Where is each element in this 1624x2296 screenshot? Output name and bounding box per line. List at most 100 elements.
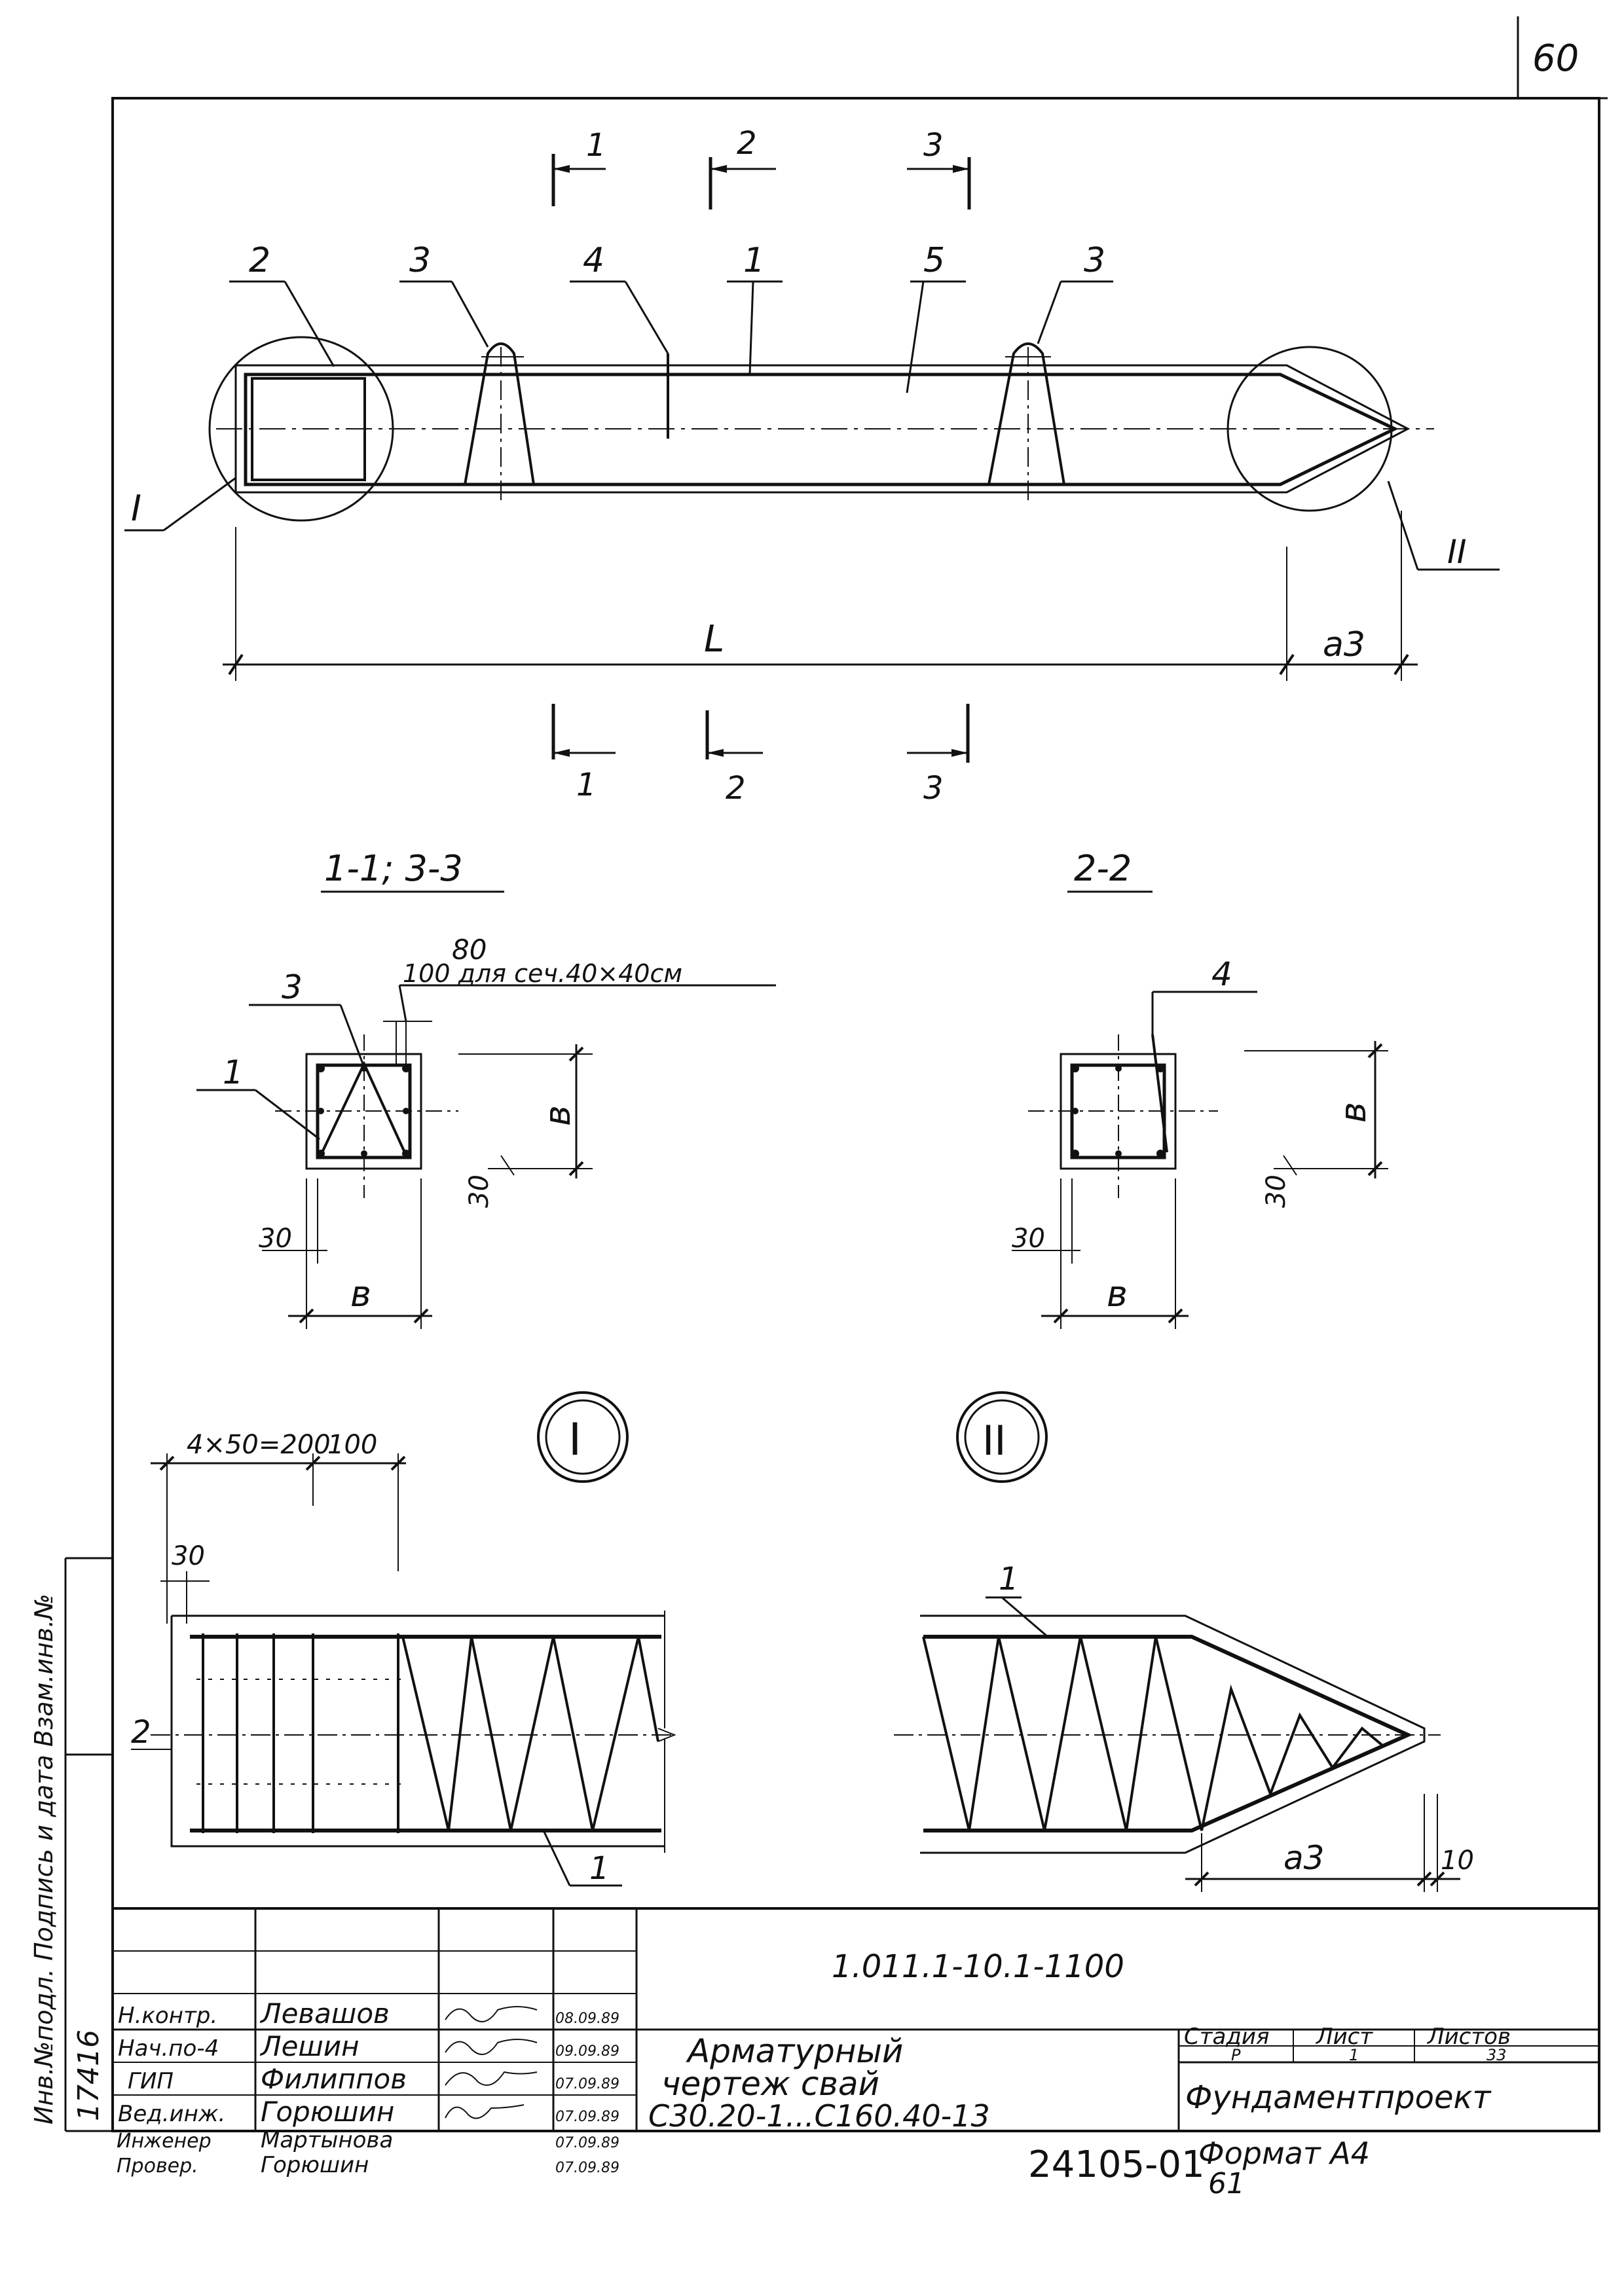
signature-row: ГИП Филиппов 07.09.89 bbox=[128, 2063, 619, 2095]
detail-I-callout-2: 2 bbox=[131, 1714, 151, 1751]
sign-date: 07.09.89 bbox=[555, 2109, 619, 2125]
pile-elevation: 1 2 3 2 bbox=[124, 125, 1500, 807]
section-1-1-3-3: 1-1; 3-3 80 100 для сеч.40×40см 3 1 bbox=[196, 848, 776, 1329]
detail-II-outline bbox=[920, 1614, 1426, 1854]
section-mark-1-top: 1 bbox=[586, 127, 606, 164]
section-title-2-2: 2-2 bbox=[1074, 848, 1132, 889]
elevation-callouts: 2 3 4 1 5 3 bbox=[229, 241, 1113, 393]
signature-row: Н.контр. Левашов 08.09.89 bbox=[118, 1997, 619, 2030]
sign-date: 07.09.89 bbox=[555, 2135, 619, 2151]
section-callout-1: 1 bbox=[223, 1053, 244, 1091]
sign-date: 09.09.89 bbox=[555, 2043, 619, 2060]
section-mark-3-bottom: 3 bbox=[923, 770, 944, 807]
person-name: Мартынова bbox=[261, 2127, 393, 2153]
drawing-title-line3: С30.20-1...С160.40-13 bbox=[648, 2098, 990, 2134]
signature-mark bbox=[445, 2104, 525, 2119]
node-label-II: II bbox=[1447, 533, 1467, 571]
role-label: Нач.по-4 bbox=[118, 2035, 219, 2062]
section-marks-bottom: 1 2 3 bbox=[551, 704, 970, 807]
node-label-I: I bbox=[131, 488, 141, 529]
section-title-1-1-3-3: 1-1; 3-3 bbox=[324, 848, 463, 889]
signature-row: Вед.инж. Горюшин 07.09.89 bbox=[118, 2096, 619, 2128]
signature-mark bbox=[445, 2039, 538, 2055]
role-label: Провер. bbox=[117, 2155, 198, 2178]
sheets-header: Листов bbox=[1426, 2024, 1511, 2050]
role-label: Вед.инж. bbox=[118, 2101, 225, 2127]
sign-date: 07.09.89 bbox=[555, 2076, 619, 2092]
dimension-L-label: L bbox=[704, 618, 724, 661]
detail-circle-II bbox=[1227, 346, 1393, 512]
section-2-2: 2-2 4 в 30 30 в bbox=[1012, 848, 1388, 1329]
dimension-a3-label: a3 bbox=[1323, 625, 1365, 665]
title-block: 1.011.1-10.1-1100 Н.контр. Левашов 08.09… bbox=[111, 1907, 1599, 2134]
dim-30-horizontal-1: 30 bbox=[259, 1224, 292, 1254]
role-label: ГИП bbox=[128, 2068, 174, 2094]
page-number: 60 bbox=[1532, 37, 1579, 80]
section-callout-3: 3 bbox=[282, 968, 303, 1006]
archive-number: 24105-01 bbox=[1028, 2143, 1205, 2186]
signature-row: Инженер Мартынова 07.09.89 bbox=[117, 2127, 619, 2153]
longitudinal-rebar-1 bbox=[244, 373, 1399, 486]
stage-value: Р bbox=[1231, 2046, 1241, 2064]
sign-date: 07.09.89 bbox=[555, 2160, 619, 2176]
signature-mark bbox=[445, 2071, 538, 2086]
lifting-loop-3-right bbox=[987, 342, 1065, 485]
sheet-value: 1 bbox=[1349, 2046, 1359, 2064]
callout-1: 1 bbox=[743, 241, 765, 280]
side-strip-label: Инв.№подл. Подпись и дата Взам.инв.№ bbox=[29, 1594, 58, 2124]
page-number-bottom: 61 bbox=[1208, 2167, 1245, 2200]
detail-I-outline bbox=[170, 1614, 665, 1848]
section-mark-2-bottom: 2 bbox=[726, 770, 746, 807]
stage-header: Стадия bbox=[1184, 2024, 1269, 2050]
side-strip: Инв.№подл. Подпись и дата Взам.инв.№ 174… bbox=[29, 1557, 113, 2132]
section-mark-2-top: 2 bbox=[737, 125, 757, 162]
dim-30-vertical-2: 30 bbox=[1261, 1175, 1291, 1208]
callout-2: 2 bbox=[249, 241, 270, 280]
lifting-loop-3-left bbox=[464, 342, 535, 485]
drawing-title-line2: чертеж свай bbox=[661, 2065, 879, 2103]
signature-row: Нач.по-4 Лешин 09.09.89 bbox=[118, 2030, 619, 2062]
dim-30-vertical-1: 30 bbox=[464, 1175, 494, 1208]
section-marks-top: 1 2 3 bbox=[551, 125, 971, 210]
page-number-box: 60 bbox=[1517, 16, 1608, 100]
callout-3-right: 3 bbox=[1084, 241, 1105, 280]
section-2-2-bar-4 bbox=[1151, 1034, 1168, 1153]
footer: 24105-01 Формат А4 61 bbox=[1028, 2136, 1370, 2200]
dim-30-detail: 30 bbox=[172, 1541, 205, 1571]
sign-date: 08.09.89 bbox=[555, 2011, 619, 2027]
dim-100: 100 bbox=[327, 1430, 377, 1460]
pile-outline bbox=[234, 364, 1411, 494]
signature-mark bbox=[445, 2006, 538, 2022]
role-label: Н.контр. bbox=[118, 2003, 217, 2029]
document-code: 1.011.1-10.1-1100 bbox=[832, 1948, 1124, 1985]
signature-row: Провер. Горюшин 07.09.89 bbox=[117, 2152, 619, 2178]
section-mark-1-bottom: 1 bbox=[576, 767, 597, 803]
callout-4: 4 bbox=[583, 241, 604, 280]
dim-b-horizontal-1: в bbox=[350, 1273, 371, 1315]
person-name: Левашов bbox=[259, 1997, 390, 2030]
dim-30-horizontal-2: 30 bbox=[1012, 1224, 1045, 1254]
sheets-value: 33 bbox=[1486, 2046, 1507, 2064]
detail-II-label: II bbox=[982, 1417, 1006, 1465]
detail-circle-I bbox=[208, 336, 394, 522]
role-label: Инженер bbox=[117, 2130, 212, 2153]
dim-b-vertical-2: в bbox=[1333, 1102, 1374, 1123]
section-mark-3-top: 3 bbox=[923, 127, 944, 164]
section-2-2-callout-4: 4 bbox=[1211, 955, 1232, 993]
person-name: Горюшин bbox=[261, 2152, 369, 2178]
person-name: Филиппов bbox=[261, 2063, 407, 2095]
format-label: Формат А4 bbox=[1198, 2136, 1370, 2171]
inventory-number: 17416 bbox=[72, 2030, 105, 2121]
detail-II-dim-a3: a3 bbox=[1283, 1839, 1324, 1877]
detail-I: I 4×50=200 100 30 2 bbox=[131, 1391, 676, 1887]
person-name: Горюшин bbox=[261, 2096, 394, 2128]
section-loop-3 bbox=[321, 1061, 406, 1153]
dim-b-vertical-1: в bbox=[537, 1105, 578, 1126]
dimension-line-L: L a3 bbox=[223, 511, 1418, 681]
organization-name: Фундаментпроект bbox=[1185, 2079, 1492, 2116]
person-name: Лешин bbox=[259, 2030, 360, 2062]
detail-II-dim-10: 10 bbox=[1441, 1846, 1474, 1876]
callout-3-left: 3 bbox=[409, 241, 431, 280]
detail-I-label: I bbox=[568, 1414, 581, 1466]
